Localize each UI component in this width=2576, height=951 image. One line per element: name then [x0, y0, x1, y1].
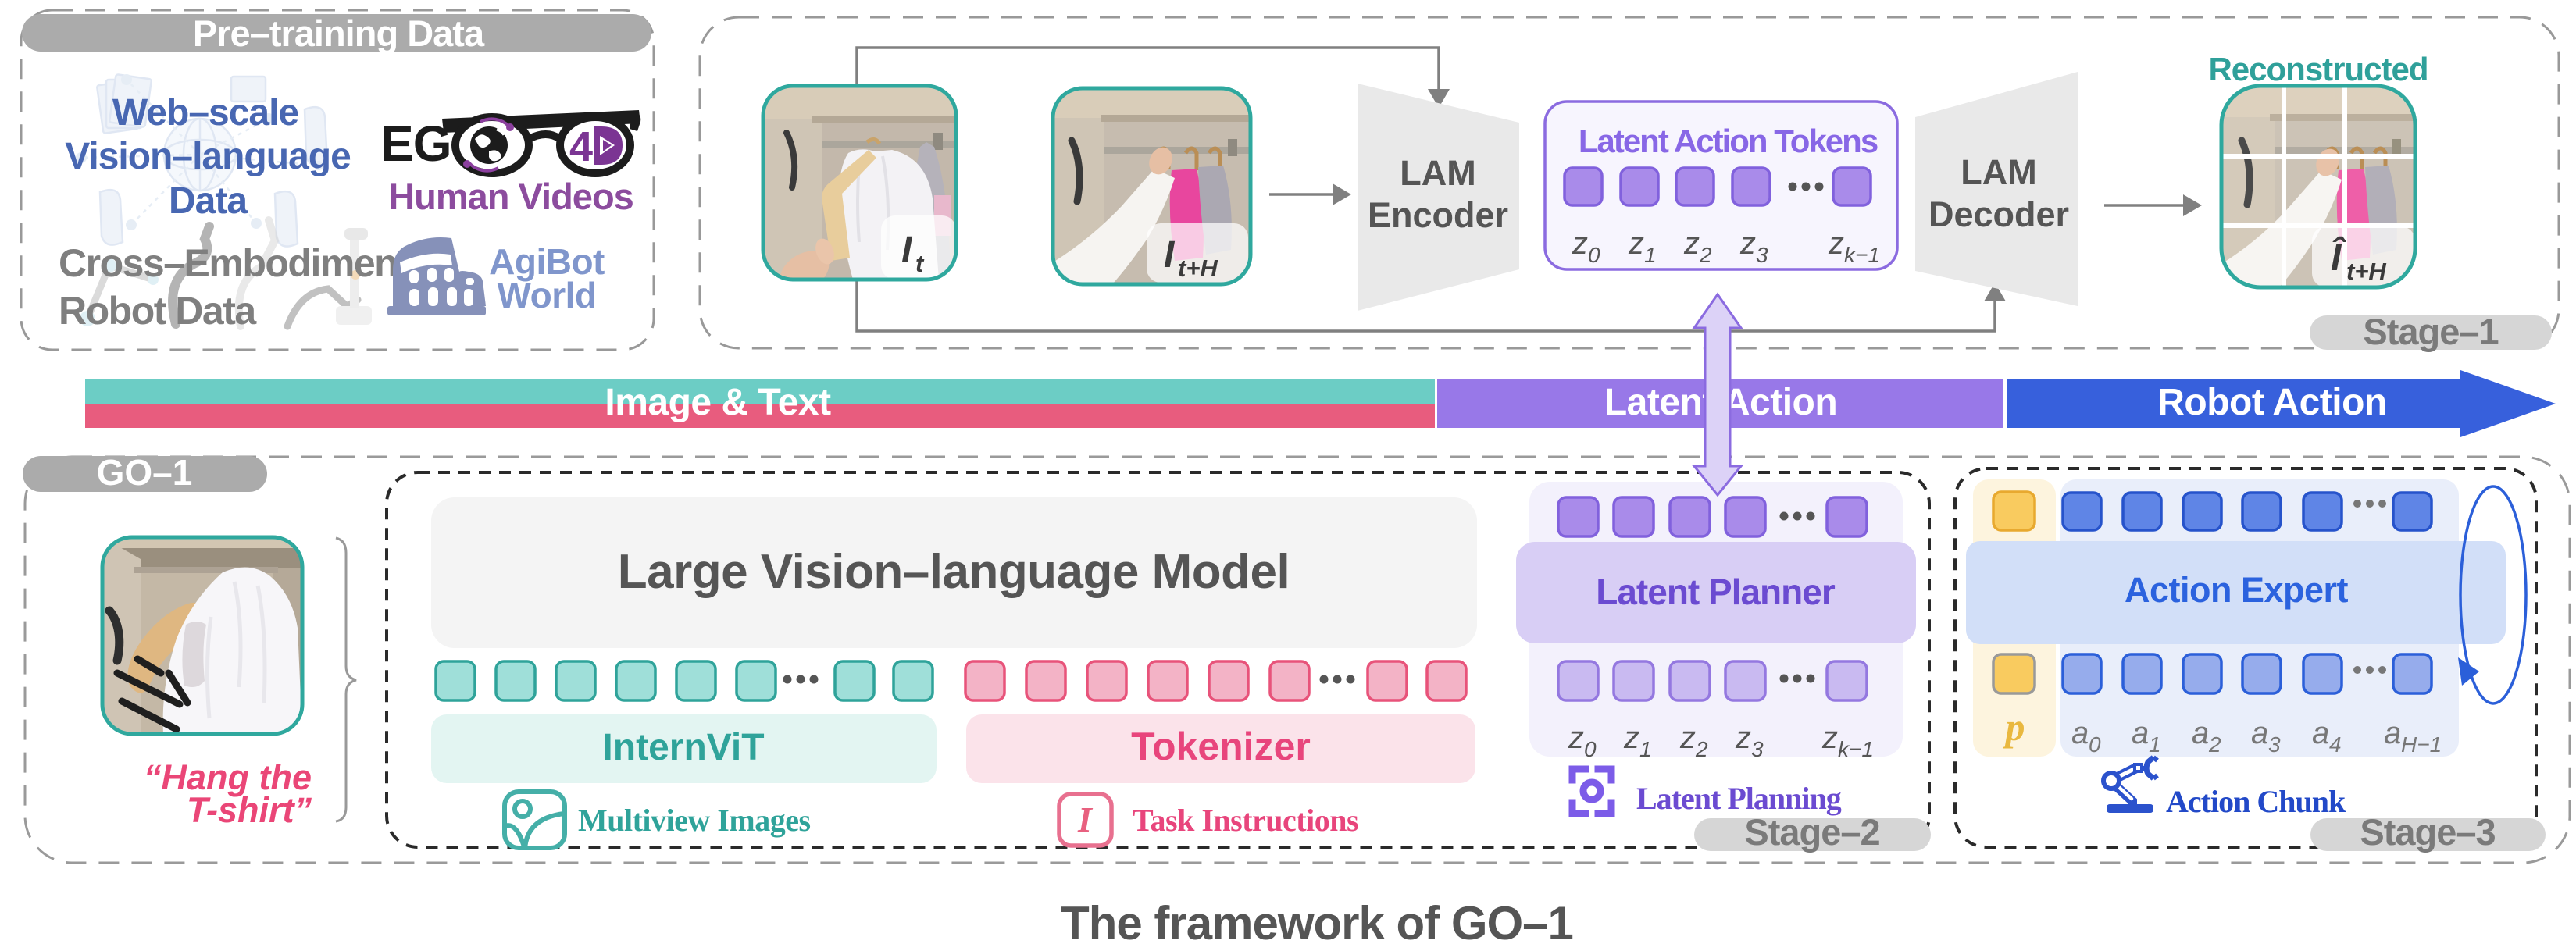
svg-text:k−1: k−1: [1844, 243, 1880, 267]
svg-text:z: z: [1679, 721, 1696, 755]
svg-text:Robot Data: Robot Data: [59, 289, 257, 333]
svg-text:InternViT: InternViT: [602, 727, 764, 768]
svg-text:a: a: [2132, 716, 2149, 750]
svg-text:Pre–training Data: Pre–training Data: [193, 12, 485, 54]
svg-text:z: z: [1628, 226, 1644, 261]
svg-text:k−1: k−1: [1838, 737, 1874, 761]
svg-text:Action Chunk: Action Chunk: [2166, 784, 2346, 819]
svg-text:Reconstructed: Reconstructed: [2208, 51, 2428, 87]
svg-text:3: 3: [1756, 243, 1768, 267]
svg-text:Data: Data: [169, 180, 248, 222]
svg-text:“Hang the: “Hang the: [144, 757, 312, 797]
svg-text:z: z: [1828, 226, 1844, 261]
svg-text:2: 2: [1695, 737, 1708, 761]
svg-text:z: z: [1739, 226, 1756, 261]
svg-text:1: 1: [1639, 737, 1652, 761]
svg-text:Task Instructions: Task Instructions: [1133, 803, 1358, 838]
svg-text:Latent Planner: Latent Planner: [1596, 572, 1836, 612]
svg-text:a: a: [2251, 716, 2268, 750]
svg-text:I: I: [1164, 234, 1176, 276]
svg-text:1: 1: [1644, 243, 1657, 267]
svg-text:Latent Action Tokens: Latent Action Tokens: [1579, 123, 1878, 159]
svg-text:Tokenizer: Tokenizer: [1131, 725, 1311, 768]
svg-text:AgiBot: AgiBot: [489, 241, 605, 282]
svg-text:Cross–Embodiment: Cross–Embodiment: [59, 241, 410, 285]
svg-text:Stage–3: Stage–3: [2360, 811, 2495, 853]
svg-text:a: a: [2071, 716, 2089, 750]
svg-text:Decoder: Decoder: [1928, 194, 2069, 234]
svg-text:Latent Planning: Latent Planning: [1636, 781, 1842, 816]
svg-text:Multiview Images: Multiview Images: [578, 803, 811, 838]
svg-text:Human Videos: Human Videos: [388, 176, 633, 217]
svg-text:t+H: t+H: [1178, 255, 1218, 282]
svg-text:z: z: [1572, 226, 1588, 261]
svg-text:z: z: [1821, 721, 1838, 755]
svg-text:2: 2: [1699, 243, 1712, 267]
svg-text:H−1: H−1: [2401, 732, 2442, 757]
svg-text:Large Vision–language Model: Large Vision–language Model: [618, 545, 1290, 599]
svg-text:z: z: [1568, 721, 1584, 755]
svg-text:z: z: [1623, 721, 1639, 755]
svg-text:Encoder: Encoder: [1368, 195, 1508, 235]
svg-text:a: a: [2384, 716, 2401, 750]
svg-text:Image & Text: Image & Text: [605, 382, 831, 423]
svg-text:z: z: [1735, 721, 1751, 755]
svg-text:4: 4: [2329, 732, 2342, 757]
svg-text:LAM: LAM: [1400, 153, 1475, 193]
svg-text:0: 0: [2089, 732, 2101, 757]
svg-text:1: 1: [2149, 732, 2161, 757]
svg-text:I: I: [901, 230, 913, 271]
svg-text:0: 0: [1588, 243, 1600, 267]
svg-text:I: I: [1077, 800, 1094, 839]
svg-text:Stage–1: Stage–1: [2363, 311, 2498, 352]
svg-text:Vision–language: Vision–language: [65, 136, 351, 177]
svg-text:GO–1: GO–1: [97, 452, 193, 493]
svg-text:T-shirt”: T-shirt”: [187, 790, 312, 830]
svg-text:The framework of GO–1: The framework of GO–1: [1061, 897, 1573, 949]
svg-text:a: a: [2192, 716, 2209, 750]
svg-text:Robot Action: Robot Action: [2157, 382, 2386, 423]
svg-text:EG: EG: [380, 116, 451, 172]
svg-text:0: 0: [1584, 737, 1597, 761]
svg-text:Web–scale: Web–scale: [112, 92, 299, 134]
svg-text:Stage–2: Stage–2: [1744, 811, 1879, 853]
svg-text:2: 2: [2208, 732, 2221, 757]
svg-text:LAM: LAM: [1961, 152, 2036, 192]
svg-text:Action Expert: Action Expert: [2125, 570, 2349, 610]
svg-text:4: 4: [569, 123, 593, 170]
svg-text:3: 3: [1751, 737, 1764, 761]
svg-text:a: a: [2312, 716, 2329, 750]
svg-text:p: p: [2003, 705, 2025, 749]
svg-text:t: t: [915, 250, 925, 277]
svg-text:t+H: t+H: [2346, 258, 2386, 285]
svg-text:z: z: [1683, 226, 1700, 261]
svg-text:3: 3: [2268, 732, 2281, 757]
svg-text:World: World: [498, 275, 597, 315]
